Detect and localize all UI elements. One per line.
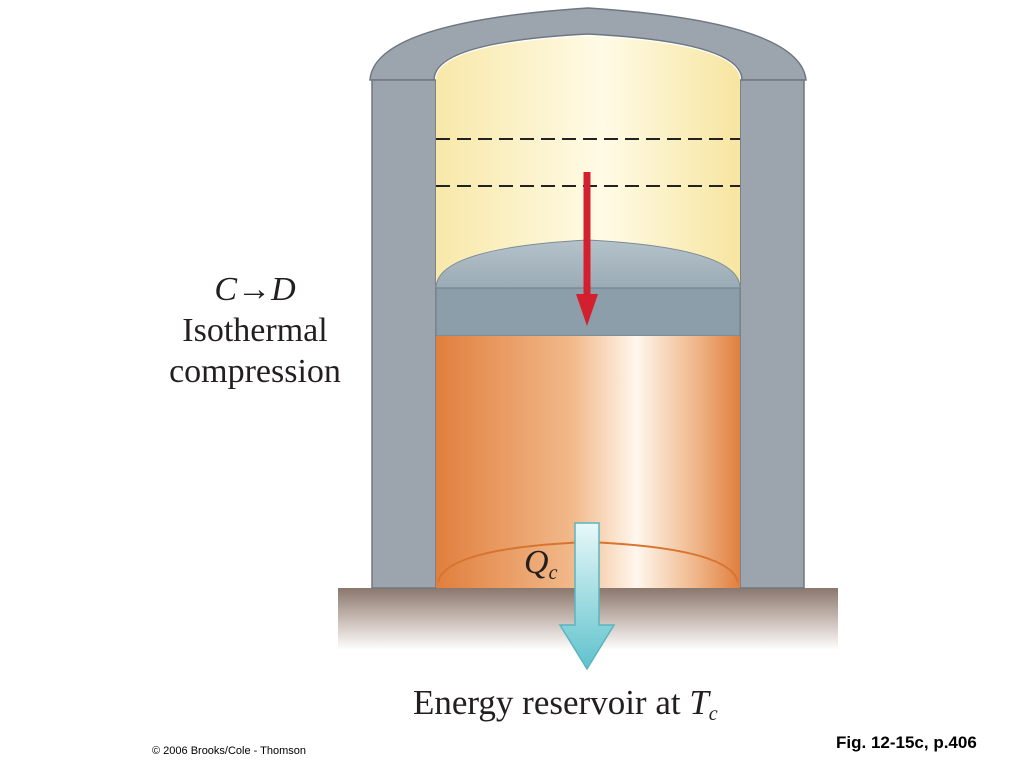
copyright: © 2006 Brooks/Cole - Thomson — [152, 745, 307, 757]
process-title: C→D — [154, 270, 356, 310]
heat-symbol: Q — [524, 544, 549, 581]
process-to: D — [271, 271, 296, 308]
cylinder-cap — [369, 7, 807, 81]
process-label-line2: compression — [169, 353, 341, 390]
heat-arrow — [558, 522, 616, 671]
heat-label: Qc — [524, 543, 557, 593]
process-from: C — [214, 271, 238, 308]
cylinder-wall-right — [739, 79, 805, 589]
heat-subscript: c — [548, 562, 558, 584]
reservoir-text: Energy reservoir at — [413, 683, 690, 722]
cylinder-wall-left — [371, 79, 437, 589]
process-label-line1: Isothermal — [182, 312, 328, 349]
process-arrow: → — [237, 271, 272, 308]
reservoir-temperature-subscript: c — [708, 703, 718, 725]
reservoir-label: Energy reservoir at Tc — [413, 682, 718, 735]
reservoir-temperature: T — [689, 683, 709, 722]
gas-region — [436, 36, 740, 288]
work-arrow-head — [576, 294, 598, 326]
figure-reference: Fig. 12-15c, p.406 — [836, 733, 977, 752]
